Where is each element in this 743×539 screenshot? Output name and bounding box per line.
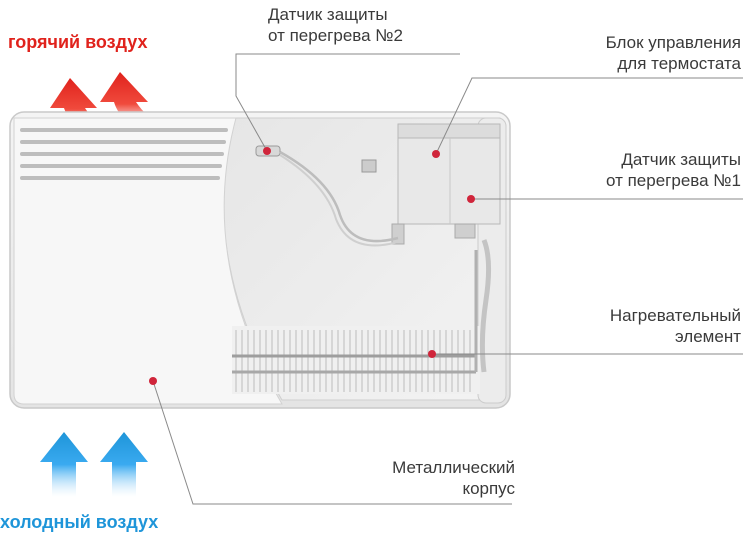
hot-air-text: горячий воздух: [8, 32, 148, 52]
control-unit-box: [391, 123, 501, 245]
marker-sensor1: [467, 195, 475, 203]
sensor2-line1: Датчик защиты: [268, 5, 388, 24]
cold-arrow-left: [40, 432, 88, 497]
cold-arrow-right: [100, 432, 148, 497]
air-grille: [20, 128, 228, 180]
heating-element: [232, 239, 492, 394]
heating-element-line2: элемент: [675, 327, 741, 346]
metal-case-line2: корпус: [462, 479, 515, 498]
sensor1-line1: Датчик защиты: [621, 150, 741, 169]
control-unit-label: Блок управления для термостата: [606, 32, 741, 74]
sensor2-label: Датчик защиты от перегрева №2: [268, 4, 403, 46]
hot-arrow-left: [50, 78, 120, 140]
markers: [149, 147, 475, 385]
hot-air-label: горячий воздух: [8, 32, 148, 53]
heating-element-line1: Нагревательный: [609, 306, 741, 325]
leader-metal-case: [152, 380, 512, 505]
marker-control-unit: [432, 150, 440, 158]
leader-sensor2: [235, 53, 460, 152]
control-unit-line1: Блок управления: [605, 33, 741, 52]
sensor1-line2: от перегрева №1: [606, 171, 741, 190]
sensor2-probe: [255, 145, 399, 247]
cold-air-label: холодный воздух: [0, 512, 158, 533]
leader-control-unit: [435, 77, 743, 155]
sensor1-label: Датчик защиты от перегрева №1: [606, 149, 741, 191]
leader-lines: [152, 53, 743, 505]
marker-heating-element: [428, 350, 436, 358]
cold-air-text: холодный воздух: [0, 512, 159, 532]
cold-air-arrows: [40, 432, 148, 497]
marker-sensor2: [263, 147, 271, 155]
metal-case-line1: Металлический: [392, 458, 515, 477]
marker-metal-case: [149, 377, 157, 385]
heating-element-label: Нагревательный элемент: [610, 305, 741, 347]
metal-case-label: Металлический корпус: [346, 457, 515, 499]
hot-air-arrows: [50, 72, 172, 140]
hot-arrow-right: [100, 72, 172, 136]
sensor2-line2: от перегрева №2: [268, 26, 403, 45]
control-unit-line2: для термостата: [617, 54, 741, 73]
